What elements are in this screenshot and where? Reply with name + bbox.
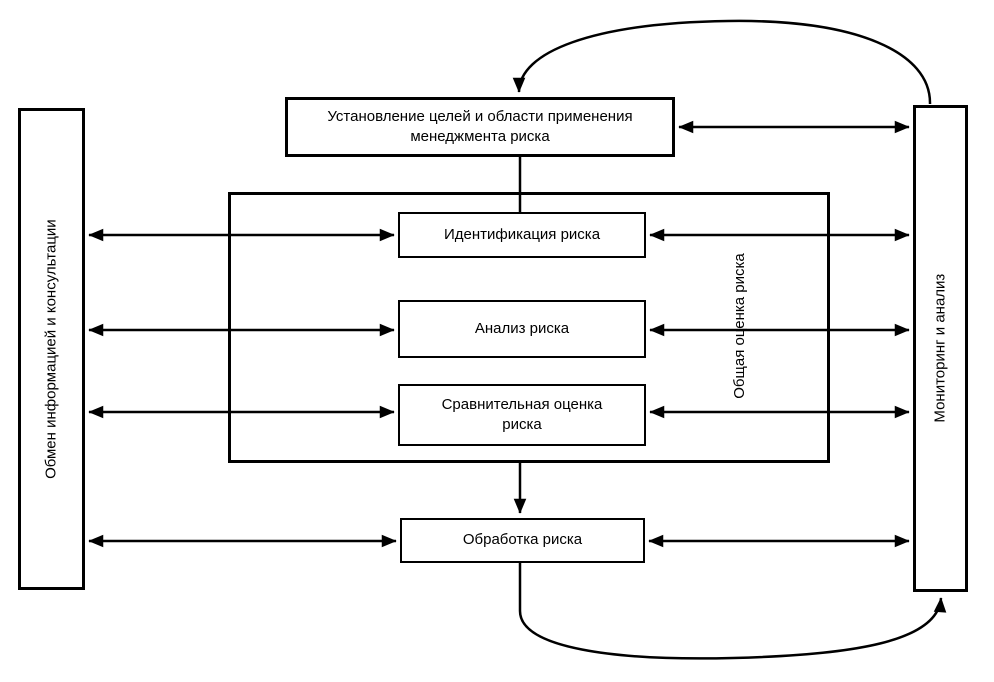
node-communication-label: Обмен информацией и консультации — [42, 219, 60, 479]
node-monitoring-label: Мониторинг и анализ — [931, 274, 949, 423]
node-identification: Идентификация риска — [398, 212, 646, 258]
arrow-treatment-monitoring-feedback — [518, 563, 947, 660]
node-analysis: Анализ риска — [398, 300, 646, 358]
node-evaluation: Сравнительная оценка риска — [398, 384, 646, 446]
node-treatment-label: Обработка риска — [462, 531, 583, 549]
node-objectives: Установление целей и области применения … — [285, 97, 675, 157]
node-evaluation-label: Сравнительная оценка риска — [441, 395, 603, 433]
node-monitoring: Мониторинг и анализ — [913, 105, 968, 592]
node-communication: Обмен информацией и консультации — [18, 108, 85, 590]
node-treatment: Обработка риска — [400, 518, 645, 563]
arrow-monitoring-objectives-feedback — [512, 19, 932, 105]
node-objectives-label: Установление целей и области применения … — [327, 107, 633, 145]
node-identification-label: Идентификация риска — [443, 225, 601, 243]
node-analysis-label: Анализ риска — [474, 319, 570, 337]
overall-assessment-label: Общая оценка риска — [731, 253, 748, 399]
